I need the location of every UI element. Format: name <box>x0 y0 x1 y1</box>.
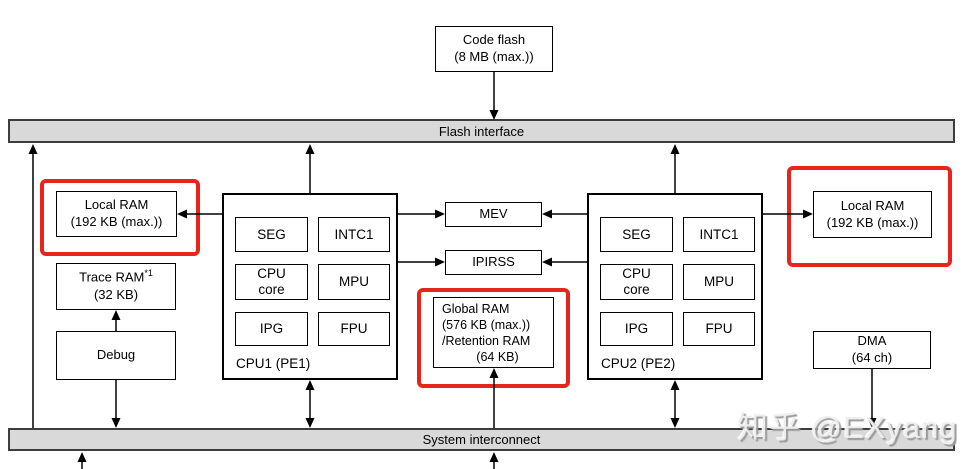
mev-box: MEV <box>445 202 542 227</box>
cpu1-intc1-box: INTC1 <box>318 217 390 252</box>
cpu2-ipg-box: IPG <box>600 312 673 346</box>
retention-ram-name: /Retention RAM <box>442 333 531 348</box>
global-ram-size: (576 KB (max.)) <box>442 317 531 332</box>
trace-ram-footnote: *1 <box>144 268 153 279</box>
debug-label: Debug <box>96 347 136 363</box>
cpu2-mpu-box: MPU <box>683 264 755 300</box>
watermark: 知乎 @EXyang <box>737 410 958 445</box>
cpu1-ipg-box: IPG <box>235 312 308 346</box>
local-ram-left-box: Local RAM (192 KB (max.)) <box>56 191 177 237</box>
flash-interface-label: Flash interface <box>438 123 525 139</box>
cpu1-block: SEG INTC1 CPU core MPU IPG FPU CPU1 (PE1… <box>222 193 398 380</box>
local-ram-right-box: Local RAM (192 KB (max.)) <box>813 191 932 238</box>
debug-box: Debug <box>56 331 176 380</box>
highlight-rect-local-ram-left <box>40 179 200 256</box>
cpu1-fpu-box: FPU <box>318 312 390 346</box>
cpu2-intc1-box: INTC1 <box>683 217 755 252</box>
code-flash-box: Code flash (8 MB (max.)) <box>435 26 553 72</box>
cpu2-fpu-box: FPU <box>683 312 755 346</box>
connector-cpu2-ipirss <box>542 257 587 267</box>
connector-cpu1-localram <box>177 209 222 219</box>
connector-codeflash-flashif <box>489 72 499 120</box>
system-interconnect-bar: System interconnect <box>8 428 955 451</box>
code-flash-size: (8 MB (max.)) <box>454 49 534 64</box>
local-ram-right-name: Local RAM <box>840 197 905 213</box>
connector-cpu2-localram <box>763 209 813 219</box>
retention-ram-size: (64 KB) <box>476 349 519 364</box>
connector-cpu2-mev <box>542 209 587 219</box>
connector-debug-traceram <box>111 310 121 331</box>
connector-cpu1-ipirss <box>398 257 445 267</box>
dma-name: DMA <box>857 333 887 349</box>
local-ram-right-size: (192 KB (max.)) <box>826 214 919 230</box>
cpu1-mpu-box: MPU <box>318 264 390 300</box>
cpu2-seg-box: SEG <box>600 217 673 252</box>
global-ram-box: Global RAM (576 KB (max.)) /Retention RA… <box>433 297 554 368</box>
code-flash-name: Code flash <box>462 32 526 48</box>
local-ram-left-name: Local RAM <box>84 197 149 213</box>
cpu1-cpu-core-box: CPU core <box>235 264 308 300</box>
cpu2-label: CPU2 (PE2) <box>601 356 676 371</box>
cpu2-cpu-core-box: CPU core <box>600 264 673 300</box>
connector-bottom-stub-mid <box>489 452 499 469</box>
trace-ram-size: (32 KB) <box>93 286 139 302</box>
system-interconnect-label: System interconnect <box>422 432 541 447</box>
connector-cpu2-flashif <box>670 144 680 193</box>
connector-system-globalram <box>489 368 499 428</box>
local-ram-left-size: (192 KB (max.)) <box>70 214 163 229</box>
mev-label: MEV <box>479 206 508 222</box>
highlight-rect-local-ram-right <box>787 166 952 267</box>
connector-cpu2-system <box>670 380 680 428</box>
dma-channels: (64 ch) <box>851 350 893 365</box>
dma-box: DMA (64 ch) <box>813 331 931 369</box>
cpu2-block: SEG INTC1 CPU core MPU IPG FPU CPU2 (PE2… <box>587 193 763 380</box>
connector-cpu1-mev <box>398 209 445 219</box>
connector-debug-system <box>111 380 121 428</box>
connector-left-riser <box>28 144 38 428</box>
global-ram-name: Global RAM <box>442 301 510 316</box>
connector-cpu1-system <box>305 380 315 428</box>
trace-ram-name: Trace RAM*1 <box>79 268 153 285</box>
connector-cpu1-flashif <box>305 144 315 193</box>
ipirss-label: IPIRSS <box>472 254 515 270</box>
cpu1-label: CPU1 (PE1) <box>236 356 311 371</box>
connector-dma-system <box>867 369 877 428</box>
flash-interface-bar: Flash interface <box>8 119 955 143</box>
ipirss-box: IPIRSS <box>445 250 542 275</box>
cpu1-seg-box: SEG <box>235 217 308 252</box>
connector-bottom-stub-left <box>77 452 87 469</box>
trace-ram-box: Trace RAM*1 (32 KB) <box>56 263 176 310</box>
